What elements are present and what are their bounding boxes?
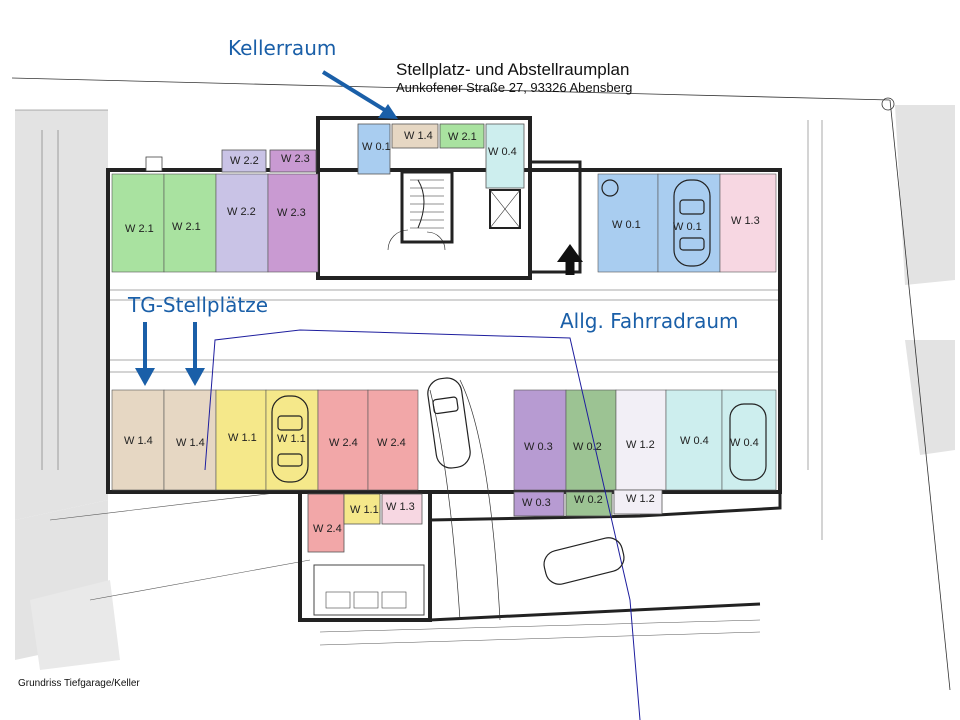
room-label: W 1.1 bbox=[228, 432, 257, 444]
room-label: W 1.2 bbox=[626, 439, 655, 451]
room-labels: W 2.1 W 2.1 W 2.2 W 2.3 W 0.1 W 0.1 W 1.… bbox=[124, 130, 760, 535]
plan-address: Aunkofener Straße 27, 93326 Abensberg bbox=[396, 80, 633, 95]
plan-caption: Grundriss Tiefgarage/Keller bbox=[18, 678, 140, 689]
dimension-lines bbox=[41, 120, 823, 646]
stellplaetze-annotation: TG-Stellplätze bbox=[128, 293, 269, 317]
room-label: W 2.3 bbox=[281, 153, 310, 165]
car-icon bbox=[271, 179, 767, 585]
room-label: W 1.1 bbox=[350, 504, 379, 516]
room-label: W 1.2 bbox=[626, 493, 655, 505]
bottom-storage-rooms bbox=[307, 489, 663, 616]
annotation-arrows bbox=[135, 70, 398, 386]
room-label: W 2.4 bbox=[329, 437, 358, 449]
room-label: W 0.1 bbox=[362, 141, 391, 153]
room-label: W 0.4 bbox=[730, 437, 759, 449]
room-label: W 0.1 bbox=[673, 221, 702, 233]
room-label: W 0.4 bbox=[680, 435, 709, 447]
fahrradraum-arrow bbox=[557, 244, 583, 275]
room-label: W 1.4 bbox=[124, 435, 153, 447]
surroundings bbox=[11, 77, 955, 691]
room-label: W 1.1 bbox=[277, 433, 306, 445]
ramp-lines bbox=[204, 329, 641, 720]
room-label: W 1.4 bbox=[176, 437, 205, 449]
fahrradraum-annotation: Allg. Fahrradraum bbox=[560, 309, 739, 333]
room-label: W 2.1 bbox=[125, 223, 154, 235]
room-label: W 0.3 bbox=[524, 441, 553, 453]
room-label: W 1.3 bbox=[731, 215, 760, 227]
stair-core bbox=[387, 160, 582, 274]
room-label: W 2.4 bbox=[377, 437, 406, 449]
room-label: W 1.3 bbox=[386, 501, 415, 513]
room-label: W 1.4 bbox=[404, 130, 433, 142]
room-label: W 2.2 bbox=[227, 206, 256, 218]
room-label: W 0.1 bbox=[612, 219, 641, 231]
room-label: W 0.3 bbox=[522, 497, 551, 509]
plan-title: Stellplatz- und Abstellraumplan bbox=[396, 60, 630, 79]
room-label: W 0.2 bbox=[573, 441, 602, 453]
room-label: W 0.4 bbox=[488, 146, 517, 158]
kellerraum-annotation: Kellerraum bbox=[228, 36, 337, 60]
room-label: W 2.2 bbox=[230, 155, 259, 167]
bottom-parking-row bbox=[111, 389, 777, 491]
room-label: W 2.1 bbox=[448, 131, 477, 143]
top-parking-row bbox=[111, 173, 777, 273]
top-storage-rooms bbox=[145, 123, 525, 189]
room-label: W 0.2 bbox=[574, 494, 603, 506]
room-label: W 2.1 bbox=[172, 221, 201, 233]
room-label: W 2.3 bbox=[277, 207, 306, 219]
room-label: W 2.4 bbox=[313, 523, 342, 535]
